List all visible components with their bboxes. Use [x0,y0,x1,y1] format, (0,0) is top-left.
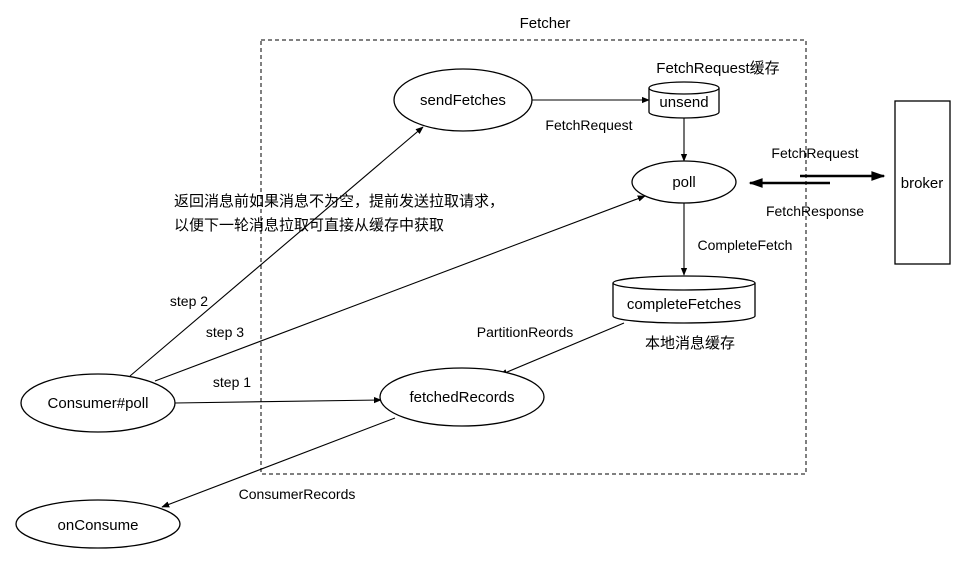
node-consumer-poll[interactable] [20,373,176,433]
label-broker-poll: FetchResponse [766,203,864,219]
fetcher-title: Fetcher [520,15,571,32]
node-poll[interactable] [631,160,737,204]
label-step1: step 1 [213,374,251,390]
node-completefetches-label: completeFetches [627,296,741,313]
node-sendfetches[interactable] [393,68,533,132]
node-onconsume[interactable] [15,499,181,549]
note-line-2: 以便下一轮消息拉取可直接从缓存中获取 [174,217,444,234]
note-line-1: 返回消息前如果消息不为空，提前发送拉取请求， [174,193,504,210]
node-fetchedrecords-label: fetchedRecords [409,389,514,406]
node-completefetches[interactable] [612,275,756,324]
node-unsend-label: unsend [659,94,708,111]
node-broker-label: broker [901,175,944,192]
label-step3: step 3 [206,324,244,340]
label-poll-broker: FetchRequest [771,145,858,161]
node-broker[interactable] [894,100,951,265]
edge-step2 [129,126,424,377]
label-poll-completefetches: CompleteFetch [698,237,793,253]
node-poll-label: poll [672,174,695,191]
edge-step3 [154,195,646,382]
edge-completefetches-fetchedrecords [499,322,625,376]
label-completefetches-fetchedrecords: PartitionReords [477,324,574,340]
node-unsend[interactable] [648,81,720,119]
edge-step1 [174,396,382,404]
node-onconsume-label: onConsume [58,517,139,534]
node-sendfetches-label: sendFetches [420,92,506,109]
node-completefetches-caption: 本地消息缓存 [645,335,735,352]
label-fetchedrecords-onconsume: ConsumerRecords [239,486,356,502]
label-sendfetches-unsend: FetchRequest [545,117,632,133]
node-unsend-caption: FetchRequest缓存 [656,60,779,77]
node-fetchedrecords[interactable] [379,367,545,427]
label-step2: step 2 [170,293,208,309]
node-consumer-poll-label: Consumer#poll [48,395,149,412]
edge-fetchedrecords-onconsume [161,417,396,508]
